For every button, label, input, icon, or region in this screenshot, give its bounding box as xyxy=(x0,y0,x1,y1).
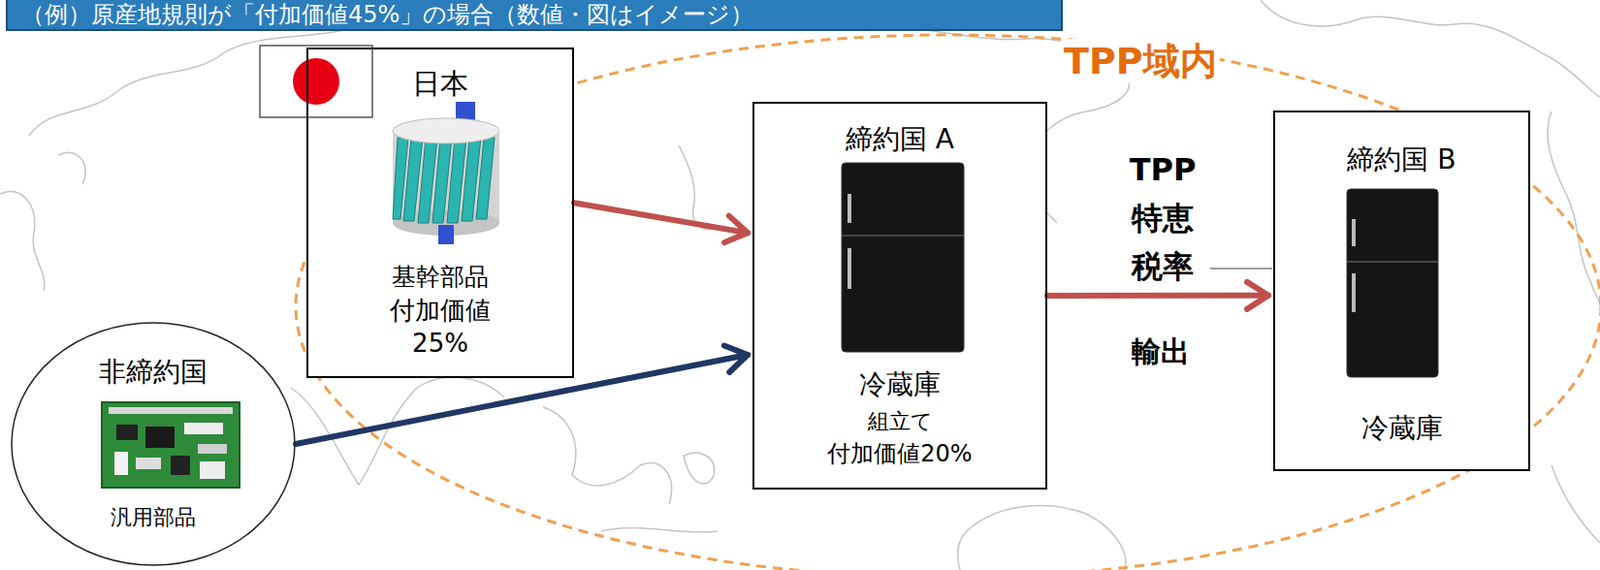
arrow-connector xyxy=(295,345,748,445)
non-party-circle: 非締約国汎用部品 xyxy=(10,321,296,567)
pcb-image xyxy=(101,402,240,488)
process-label: 組立て xyxy=(867,408,933,436)
country-box: 日本基幹部品付加価値 25% xyxy=(306,47,575,379)
arrow-head xyxy=(724,216,748,244)
arrow-connector xyxy=(574,202,748,243)
japan-flag xyxy=(259,45,373,118)
tpp-region xyxy=(295,34,1600,570)
country-name: 締約国 B xyxy=(1346,143,1456,177)
core-part-image xyxy=(392,101,500,245)
arrow-line xyxy=(295,354,748,445)
region-label: TPP域内 xyxy=(1060,38,1220,84)
product-label: 冷蔵庫 xyxy=(859,368,941,402)
part-label: 汎用部品 xyxy=(110,504,196,532)
arrow-line xyxy=(574,202,748,233)
country-name: 非締約国 xyxy=(98,355,208,389)
tariff-label: TPP 特恵 税率 xyxy=(1115,145,1211,291)
country-box: 締約国 B 冷蔵庫 xyxy=(1273,110,1531,472)
title-text: （例）原産地規則が「付加価値45%」の場合（数値・図はイメージ） xyxy=(7,0,1061,30)
country-name: 日本 xyxy=(412,66,469,100)
country-box: 締約国 A 冷蔵庫組立て付加価値20% xyxy=(752,101,1048,490)
product-label: 冷蔵庫 xyxy=(1361,412,1443,446)
box-fill xyxy=(752,101,1048,490)
arrow-line xyxy=(1047,292,1269,299)
country-name: 締約国 A xyxy=(845,123,955,157)
value-added: 付加価値20% xyxy=(827,439,972,469)
part-label: 基幹部品 xyxy=(391,262,489,292)
edge-label: 輸出 xyxy=(1128,334,1193,370)
fridge-image xyxy=(841,162,964,352)
arrow-head xyxy=(724,345,748,372)
value-added: 付加価値 25% xyxy=(377,293,504,360)
fridge-image xyxy=(1346,189,1439,378)
box-fill xyxy=(10,321,296,567)
circle-outline-shape xyxy=(11,322,295,566)
title-bar: （例）原産地規則が「付加価値45%」の場合（数値・図はイメージ） xyxy=(5,0,1063,32)
arrow-head xyxy=(1247,282,1269,310)
box-fill xyxy=(1273,110,1531,472)
